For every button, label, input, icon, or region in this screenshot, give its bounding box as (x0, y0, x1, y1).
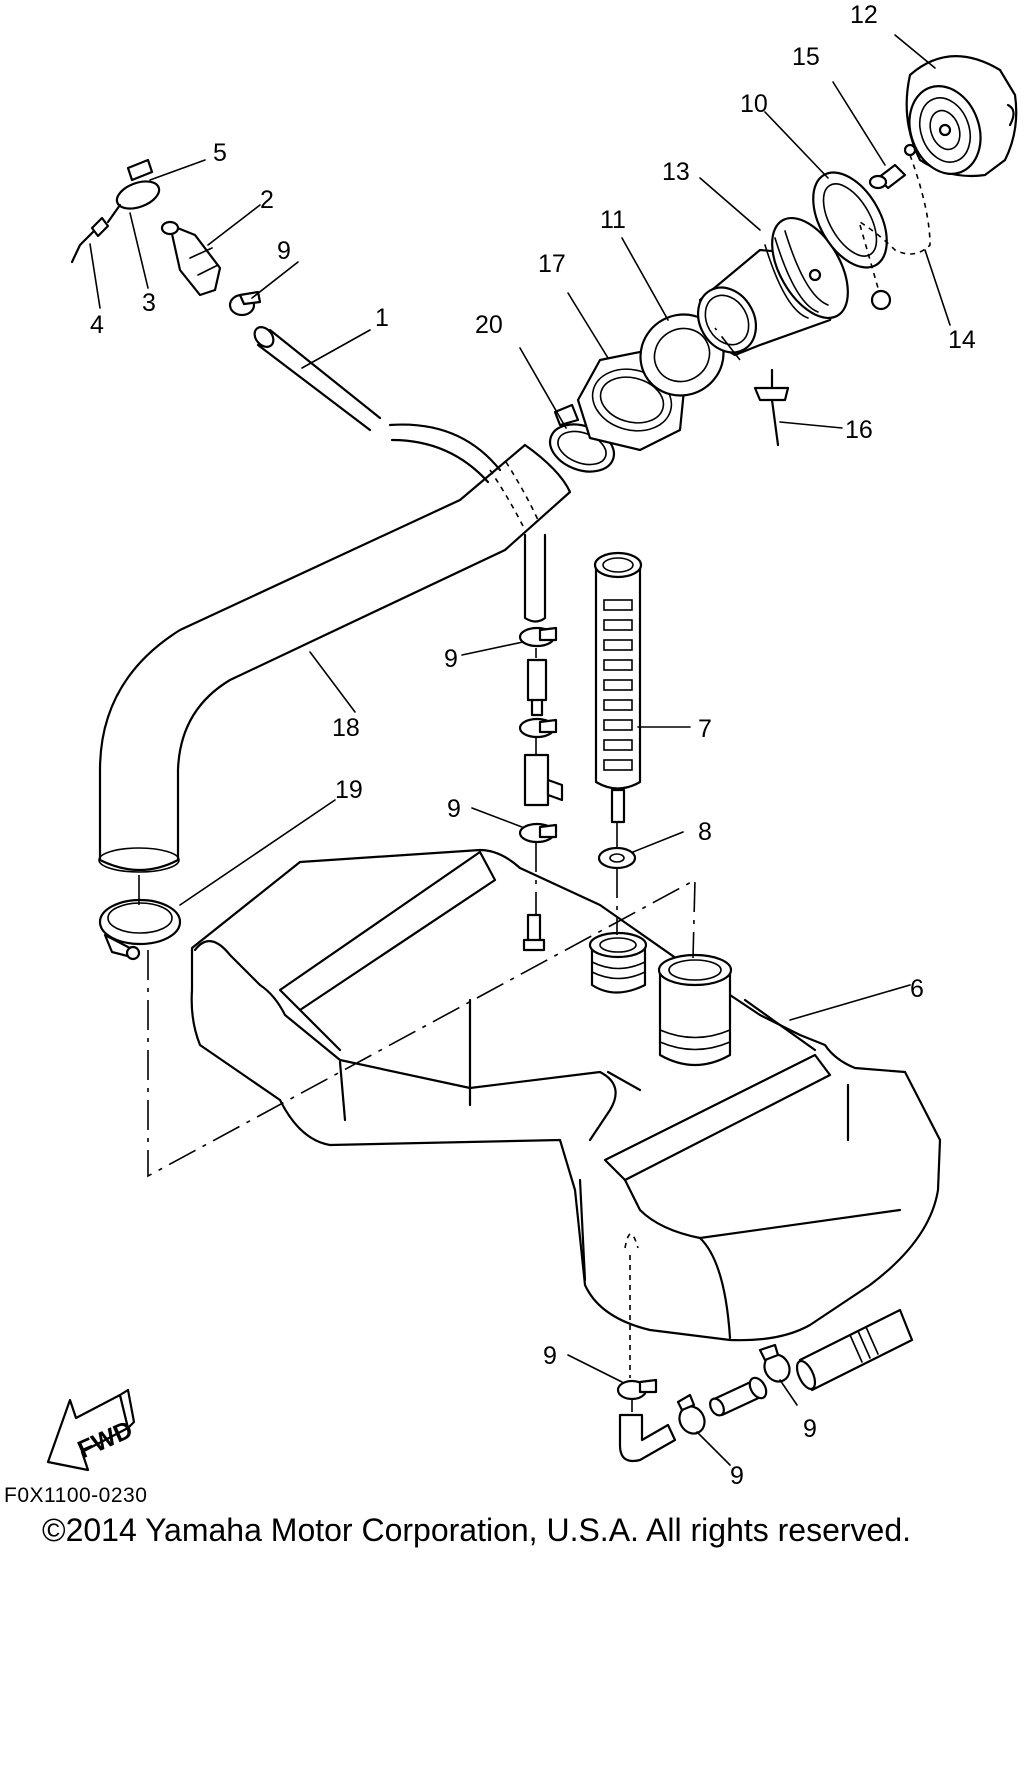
tank-neck-small (588, 931, 648, 994)
callout-10: 10 (740, 90, 768, 118)
screw-15 (868, 163, 907, 190)
callout-9-e: 9 (730, 1462, 744, 1490)
callout-9-a: 9 (277, 237, 291, 265)
callout-20: 20 (475, 311, 503, 339)
callout-7: 7 (698, 715, 712, 743)
fuel-pickup-filter (593, 551, 643, 824)
callout-11: 11 (600, 206, 626, 234)
callout-19: 19 (335, 776, 363, 804)
callout-9-c: 9 (447, 795, 461, 823)
callout-4: 4 (90, 311, 104, 339)
bottom-fuel-line-parts (616, 1308, 914, 1463)
fwd-direction-arrow: FWD (46, 1388, 137, 1472)
callout-15: 15 (792, 43, 820, 71)
callout-9-f: 9 (803, 1415, 817, 1443)
hose-clamp-19 (98, 898, 182, 961)
clip-5 (115, 158, 161, 210)
callout-18: 18 (332, 714, 360, 742)
drawing-code: F0X1100-0230 (4, 1484, 148, 1507)
valve-3-4 (70, 203, 122, 264)
callout-12: 12 (850, 1, 878, 29)
grommet-8 (597, 846, 637, 870)
fuel-tank (190, 848, 942, 1342)
copyright-notice: ©2014 Yamaha Motor Corporation, U.S.A. A… (42, 1512, 912, 1548)
callout-9-d: 9 (543, 1342, 557, 1370)
chain-14 (859, 143, 931, 311)
callout-17: 17 (538, 250, 566, 278)
rivet-16 (753, 368, 790, 447)
callout-8: 8 (698, 818, 712, 846)
leader-lines (89, 34, 951, 1466)
clamp-9-top (228, 290, 262, 317)
callout-14: 14 (948, 326, 976, 354)
check-valve-2 (160, 220, 222, 297)
tank-neck-large (657, 953, 733, 1066)
filler-hose (98, 443, 572, 873)
callout-9-b: 9 (444, 645, 458, 673)
cap-12 (905, 55, 1018, 178)
callout-13: 13 (662, 158, 690, 186)
callout-16: 16 (845, 416, 873, 444)
callout-6: 6 (910, 975, 924, 1003)
breather-hose (253, 326, 547, 623)
gasket-11 (639, 313, 725, 397)
callout-3: 3 (142, 289, 156, 317)
callout-2: 2 (260, 186, 274, 214)
callout-5: 5 (213, 139, 227, 167)
assembly-lines (138, 327, 741, 1412)
callout-1: 1 (375, 304, 389, 332)
callout-labels: 1 2 3 4 5 6 7 8 9 9 9 9 9 9 10 11 12 13 … (90, 1, 976, 1490)
vent-line-parts (518, 626, 564, 844)
